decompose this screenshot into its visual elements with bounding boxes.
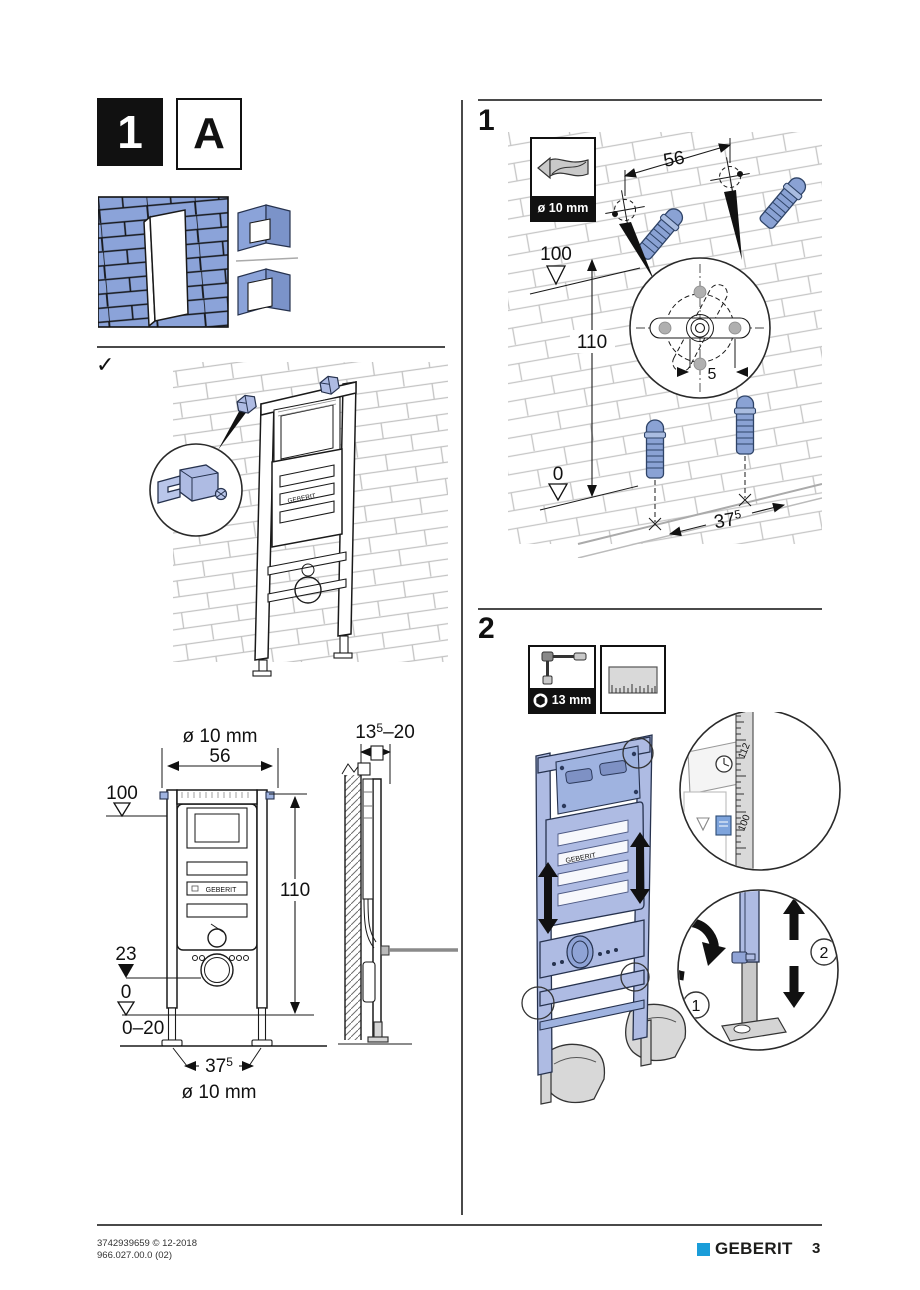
datum-0-label: 0	[121, 982, 132, 1003]
adjust-arrows-right	[630, 832, 650, 904]
datum-100-label-s1: 100	[540, 244, 572, 265]
datum-0-label-s1: 0	[553, 464, 564, 485]
dim-5-label: 5	[708, 366, 717, 383]
detail-ring-left	[521, 986, 555, 1020]
hex-socket-icon	[533, 693, 548, 707]
wall-plug-floor-left	[643, 419, 667, 479]
corner-option-bottom	[237, 268, 291, 316]
drill-dia-top-label: ø 10 mm	[183, 726, 258, 747]
dim-56-label: 56	[209, 746, 230, 767]
tool-drill-box: ø 10 mm	[530, 137, 596, 222]
bracket-zoom-circle	[149, 443, 243, 537]
tool-ruler-box	[600, 645, 666, 714]
drill-dia-bottom-label: ø 10 mm	[182, 1082, 257, 1103]
dimension-drawing: GEBERIT ø 10 mm 56 100 110 23 0 0–20	[106, 722, 458, 1103]
floor-line-1	[577, 483, 822, 545]
check-mark: ✓	[96, 352, 115, 377]
clamp-nut	[731, 951, 748, 964]
doc-number-line2: 966.027.00.0 (02)	[97, 1250, 173, 1261]
adjust-arrows-left	[538, 862, 558, 934]
detail-ring-top	[622, 737, 654, 769]
frame-leg	[739, 891, 760, 963]
callout-2-label: 2	[820, 945, 829, 962]
brick-wall-illustration	[98, 196, 299, 328]
datum-0-symbol-s1	[547, 483, 569, 502]
callout-circle-2	[810, 938, 837, 966]
foot-plate	[721, 1017, 787, 1042]
front-view: GEBERIT	[120, 748, 327, 1047]
up-arrow	[783, 898, 805, 940]
anchor-right	[265, 791, 275, 800]
section1-heading: 1	[478, 104, 495, 137]
foot-tube	[741, 961, 758, 1027]
datum-23-symbol	[118, 964, 134, 978]
tool-drill-label: ø 10 mm	[532, 196, 594, 220]
wall-plug-floor-right	[733, 395, 757, 455]
wall-section-hatch	[345, 775, 361, 1040]
dim-110-bg	[275, 879, 315, 901]
anchor-left	[159, 791, 169, 800]
dim-110-label-s1: 110	[577, 332, 607, 353]
datum-0-symbol	[116, 1001, 136, 1017]
page-number: 3	[812, 1240, 821, 1257]
corner-panel	[249, 218, 271, 244]
footer-rule	[97, 1224, 822, 1226]
section2-illustration: GEBERIT	[521, 712, 841, 1105]
brand-logo: GEBERIT	[697, 1239, 793, 1259]
brand-square-icon	[697, 1242, 710, 1256]
callout-wedge	[218, 402, 254, 450]
datum-100-label: 100	[106, 783, 138, 804]
tool-wrench-box: 13 mm	[528, 645, 596, 714]
doc-number-line1: 3742939659 © 12-2018	[97, 1238, 197, 1249]
section2-heading: 2	[478, 612, 495, 645]
tape-zoom-circle: 112 100	[679, 712, 841, 871]
tool-wrench-label: 13 mm	[551, 693, 592, 707]
brand-name: GEBERIT	[715, 1239, 793, 1258]
ruler-icon	[602, 647, 664, 712]
dim-375-label-s1: 375	[712, 507, 744, 534]
callout-1-label: 1	[692, 998, 701, 1015]
cistern-brand-label-2: GEBERIT	[206, 887, 237, 894]
plate-zoom-circle: 5	[629, 257, 771, 399]
rotate-arrow	[679, 917, 719, 981]
corner-panel-flush	[247, 277, 273, 312]
datum-100-symbol-s1	[545, 265, 567, 286]
column-divider	[461, 100, 463, 1215]
tool-wrench-band: 13 mm	[530, 688, 594, 712]
frame-on-wall-illustration: GEBERIT	[149, 362, 448, 677]
foot-zoom-circle: 1 2	[677, 889, 839, 1051]
dim-depth-label: 135–20	[355, 722, 415, 743]
bracket-body	[179, 464, 219, 502]
callout-wedge-right	[724, 190, 742, 260]
left-section-divider	[97, 346, 445, 348]
callout-wedge-left	[619, 222, 654, 280]
side-view: 135–20	[338, 722, 458, 1045]
dim-56-label-s1: 56	[662, 147, 686, 171]
drill-icon	[532, 139, 594, 196]
variant-label: A	[193, 109, 225, 158]
variant-badge: A	[176, 98, 242, 170]
install-frame: GEBERIT	[252, 381, 357, 677]
divider-line	[235, 257, 299, 262]
step-number-label: 1	[117, 106, 143, 158]
section2-rule	[478, 608, 822, 610]
dim-110-label: 110	[280, 880, 310, 901]
step-number-badge: 1	[97, 98, 163, 166]
datum-100-symbol	[112, 802, 132, 818]
corner-option-top	[237, 204, 291, 252]
down-arrow	[783, 966, 805, 1008]
dim-23-label: 23	[115, 944, 136, 965]
range-0-20-label: 0–20	[122, 1018, 164, 1039]
boot-left	[543, 1043, 606, 1104]
socket-wrench-icon	[530, 647, 594, 688]
section1-rule	[478, 99, 822, 101]
footer-imprint: 3742939659 © 12-2018 966.027.00.0 (02)	[97, 1238, 197, 1262]
dim-375-label: 375	[205, 1055, 233, 1077]
detail-ring-mid	[620, 962, 650, 992]
dim-110-bg-s1	[570, 330, 615, 353]
mounting-panel	[149, 209, 189, 322]
